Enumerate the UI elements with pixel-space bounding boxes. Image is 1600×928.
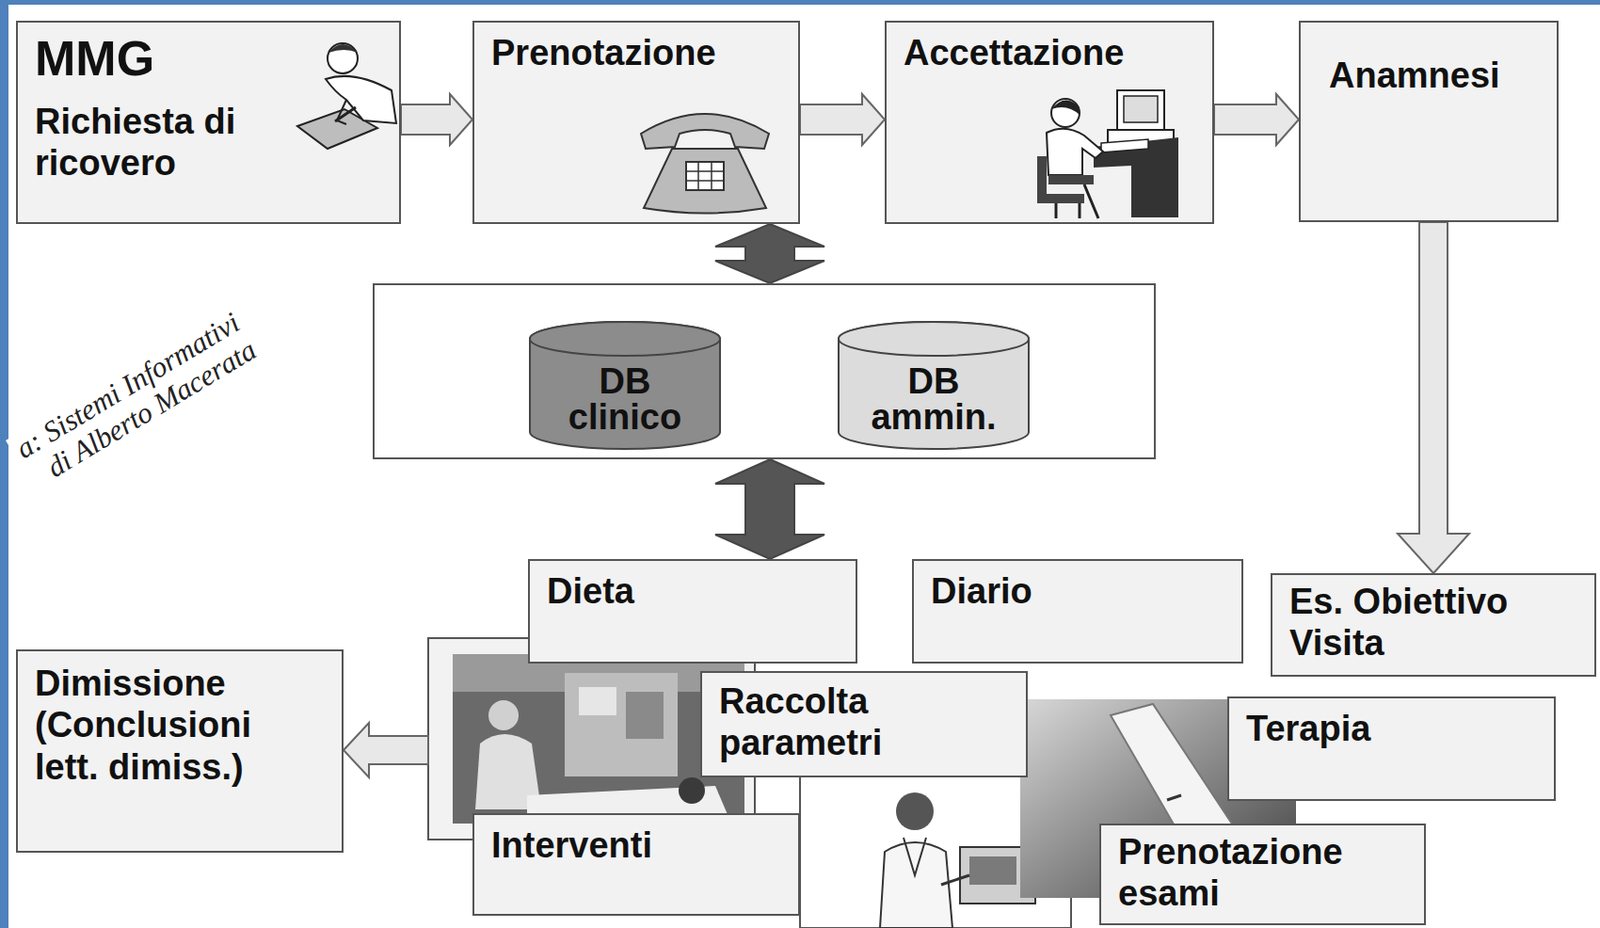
node-title: DB clinico — [554, 363, 696, 435]
frame-bar — [0, 0, 1600, 5]
database-cylinder: DB ammin. — [836, 320, 1031, 451]
node-body: Richiesta di ricovero — [34, 100, 289, 185]
flow-arrow — [800, 94, 885, 145]
clerk-computer-icon — [1027, 80, 1188, 223]
watermark: a: Sistemi Informatividi Alberto Macerat… — [5, 303, 267, 496]
doctor-writing-icon — [288, 33, 406, 157]
node-title: Dieta — [546, 570, 839, 612]
discharge-box: Dimissione (Conclusioni lett. dimiss.) — [16, 649, 344, 853]
flow-arrow — [400, 94, 473, 145]
node-title: Accettazione — [903, 32, 1196, 74]
node-title: Prenotazione esami — [1118, 831, 1408, 915]
node-title: Raccolta parametri — [719, 680, 1009, 765]
process-box: Es. Obiettivo Visita — [1270, 573, 1597, 677]
process-box: Anamnesi — [1298, 20, 1559, 223]
flow-arrow — [1397, 222, 1470, 574]
flow-arrow — [1214, 94, 1299, 145]
data-arrow — [715, 224, 825, 284]
process-box: Dieta — [528, 559, 858, 664]
process-box: Raccolta parametri — [700, 671, 1028, 778]
telephone-icon — [629, 99, 781, 218]
node-title: Prenotazione — [491, 32, 782, 74]
process-box: Interventi — [472, 813, 800, 916]
flow-arrow — [343, 722, 429, 778]
process-box: Accettazione — [884, 20, 1215, 224]
database-cylinder: DB clinico — [528, 320, 722, 451]
node-title: Es. Obiettivo Visita — [1289, 580, 1578, 665]
node-title: Interventi — [491, 824, 782, 866]
process-box: Prenotazione esami — [1099, 823, 1426, 926]
process-box: Diario — [912, 559, 1244, 664]
node-title: Anamnesi — [1328, 54, 1540, 96]
data-arrow — [715, 459, 825, 560]
node-title: DB ammin. — [863, 363, 1005, 435]
process-box: Terapia — [1227, 696, 1556, 801]
node-title: Dimissione (Conclusioni lett. dimiss.) — [34, 662, 318, 788]
frame-bar — [0, 0, 9, 928]
node-title: Terapia — [1246, 707, 1537, 750]
process-box: Prenotazione — [472, 20, 800, 224]
node-title: MMG — [34, 30, 383, 88]
database-panel: DB clinico DB ammin. — [372, 283, 1156, 460]
node-title: Diario — [930, 570, 1225, 612]
request-box: MMG Richiesta di ricovero — [16, 20, 401, 224]
